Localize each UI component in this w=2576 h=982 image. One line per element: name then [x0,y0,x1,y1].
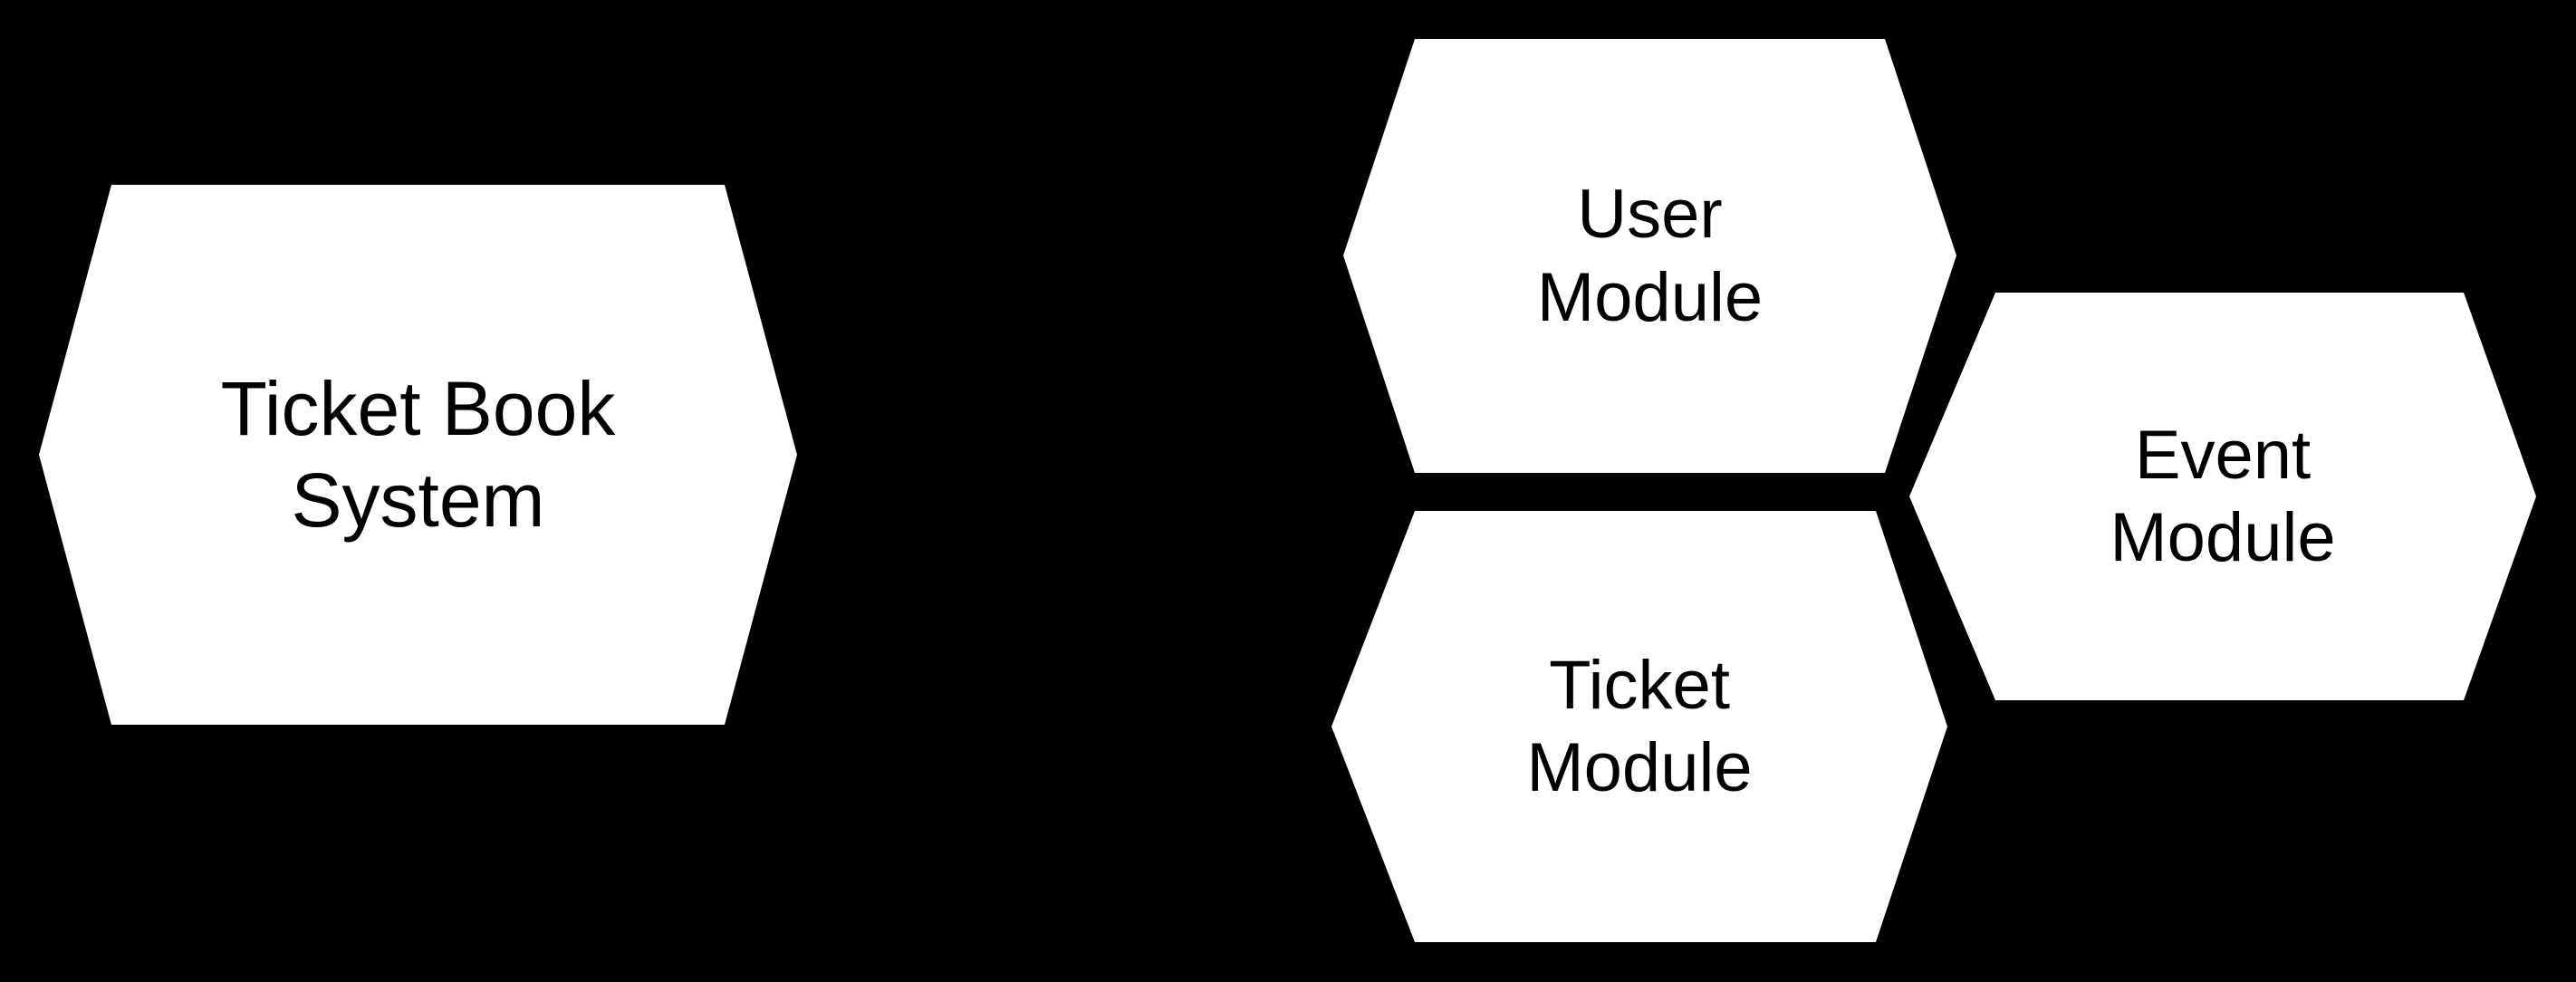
node-shape-user-module[interactable] [1343,39,1956,473]
node-shape-event-module[interactable] [1909,293,2536,700]
node-shape-ticket-module[interactable] [1331,511,1947,942]
node-shape-ticket-book-system[interactable] [39,185,797,725]
